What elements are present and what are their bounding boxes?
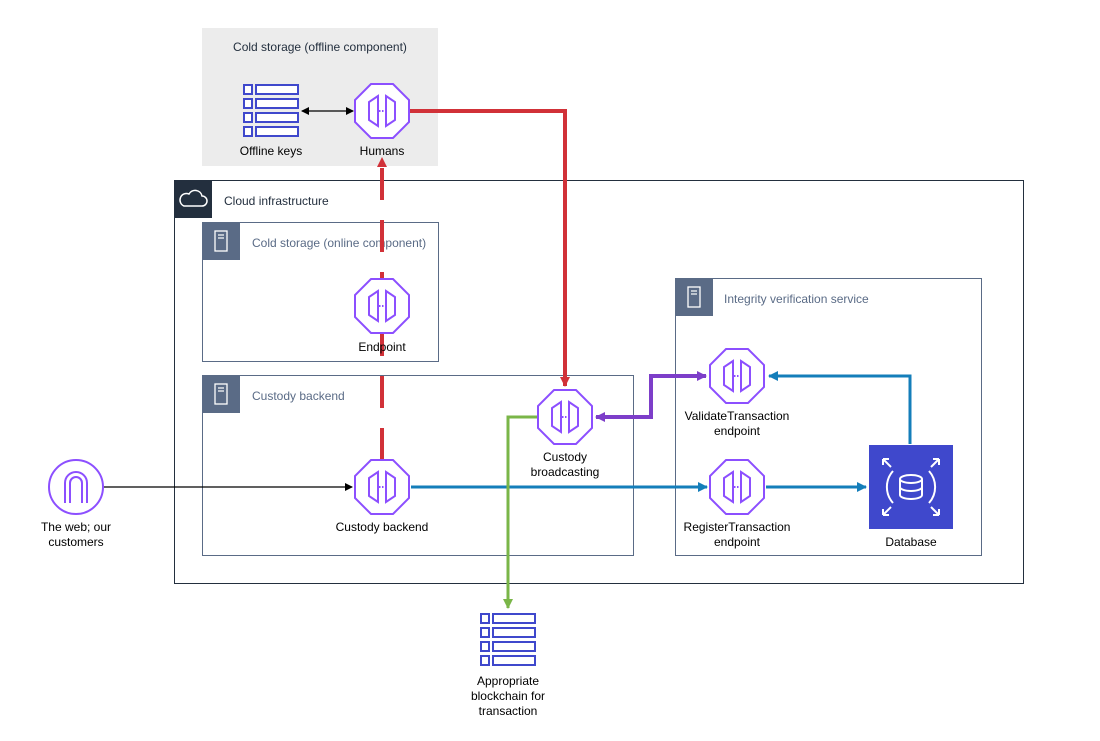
cold-storage-online-group: [202, 222, 439, 362]
cloud-icon: [179, 189, 208, 207]
cold-online-badge: [202, 222, 240, 260]
integrity-verification-title: Integrity verification service: [724, 292, 869, 306]
database-label: Database: [885, 535, 937, 549]
offline-keys-icon: [243, 84, 299, 137]
database-icon: [869, 445, 953, 529]
validate-transaction-label: ValidateTransaction endpoint: [684, 409, 790, 438]
validate-transaction-endpoint-icon: [709, 348, 765, 404]
web-customers-label: The web; our customers: [40, 520, 112, 549]
cloud-infrastructure-title: Cloud infrastructure: [224, 194, 329, 208]
register-transaction-label: RegisterTransaction endpoint: [683, 520, 791, 549]
humans-label: Humans: [359, 144, 405, 158]
cold-storage-offline-title: Cold storage (offline component): [233, 40, 407, 54]
server-icon: [687, 286, 701, 308]
custody-broadcasting-endpoint-icon: [537, 389, 593, 445]
register-transaction-endpoint-icon: [709, 459, 765, 515]
offline-keys-label: Offline keys: [239, 144, 303, 158]
red-humans-to-broadcasting: [410, 109, 570, 387]
server-icon: [214, 230, 228, 252]
humans-endpoint-icon: [354, 83, 410, 139]
blockchain-icon: [480, 613, 536, 666]
integrity-badge: [675, 278, 713, 316]
cold-online-endpoint-icon: [354, 278, 410, 334]
custody-backend-badge: [202, 375, 240, 413]
internet-gateway-icon: [48, 459, 104, 515]
custody-broadcasting-label: Custody broadcasting: [530, 450, 600, 479]
validate-broadcasting-link: [595, 371, 707, 422]
broadcasting-to-blockchain-link: [503, 415, 537, 609]
blockchain-label: Appropriate blockchain for transaction: [470, 674, 546, 718]
database-to-validate-link: [768, 371, 912, 444]
cloud-group-badge: [174, 180, 212, 218]
server-icon: [214, 383, 228, 405]
custody-backend-group-title: Custody backend: [252, 389, 345, 403]
cloud-infrastructure-group: [174, 180, 1024, 584]
custody-backend-endpoint-icon: [354, 459, 410, 515]
endpoint-label: Endpoint: [358, 340, 406, 354]
custody-backend-group: [202, 375, 634, 556]
custody-backend-label: Custody backend: [335, 520, 429, 534]
